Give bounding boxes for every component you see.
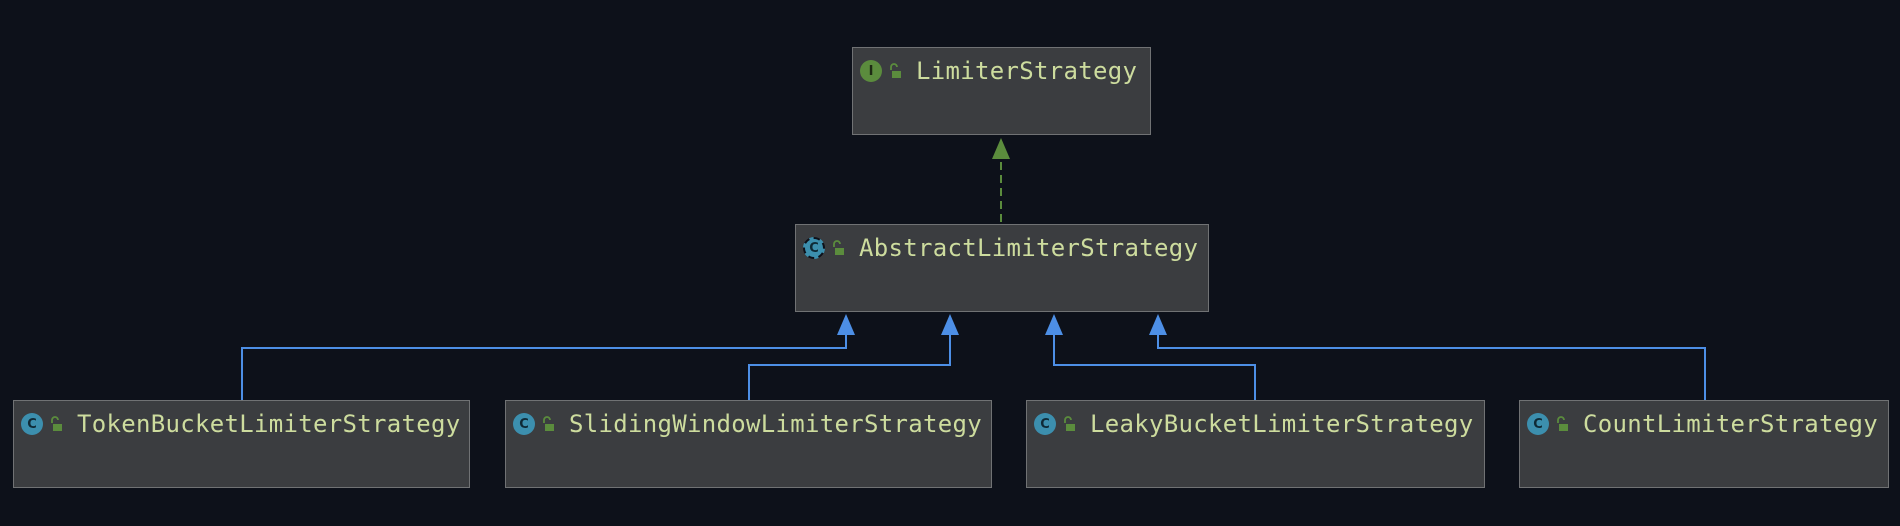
public-lock-icon	[1064, 416, 1075, 431]
extends-arrowhead	[1149, 314, 1167, 335]
node-header: C CountLimiterStrategy	[1527, 410, 1878, 438]
edge-implements-limiter-strategy	[992, 138, 1010, 222]
implements-arrowhead	[992, 138, 1010, 159]
node-label: TokenBucketLimiterStrategy	[77, 410, 461, 438]
class-icon: C	[1527, 413, 1549, 435]
extends-arrowhead	[941, 314, 959, 335]
public-lock-icon	[51, 416, 62, 431]
node-label: SlidingWindowLimiterStrategy	[569, 410, 982, 438]
class-icon: C	[21, 413, 43, 435]
public-lock-icon	[1557, 416, 1568, 431]
node-label: LeakyBucketLimiterStrategy	[1090, 410, 1474, 438]
extends-arrowhead	[1045, 314, 1063, 335]
node-header: C TokenBucketLimiterStrategy	[21, 410, 461, 438]
class-icon: C	[513, 413, 535, 435]
abstract-class-icon: C	[803, 237, 825, 259]
node-count-limiter-strategy[interactable]: C CountLimiterStrategy	[1519, 400, 1889, 488]
node-label: CountLimiterStrategy	[1583, 410, 1878, 438]
node-abstract-limiter-strategy[interactable]: C AbstractLimiterStrategy	[795, 224, 1209, 312]
public-lock-icon	[543, 416, 554, 431]
node-label: LimiterStrategy	[916, 57, 1138, 85]
node-header: I LimiterStrategy	[860, 57, 1138, 85]
edge-extends-token-bucket	[241, 314, 855, 400]
node-header: C AbstractLimiterStrategy	[803, 234, 1199, 262]
node-header: C SlidingWindowLimiterStrategy	[513, 410, 982, 438]
edge-extends-leaky-bucket	[1045, 314, 1256, 400]
public-lock-icon	[890, 63, 901, 78]
node-limiter-strategy[interactable]: I LimiterStrategy	[852, 47, 1151, 135]
interface-icon: I	[860, 60, 882, 82]
edge-extends-count	[1149, 314, 1706, 400]
edge-extends-sliding-window	[748, 314, 959, 400]
class-icon: C	[1034, 413, 1056, 435]
node-header: C LeakyBucketLimiterStrategy	[1034, 410, 1474, 438]
extends-arrowhead	[837, 314, 855, 335]
node-leaky-bucket-limiter-strategy[interactable]: C LeakyBucketLimiterStrategy	[1026, 400, 1485, 488]
node-token-bucket-limiter-strategy[interactable]: C TokenBucketLimiterStrategy	[13, 400, 470, 488]
node-sliding-window-limiter-strategy[interactable]: C SlidingWindowLimiterStrategy	[505, 400, 992, 488]
public-lock-icon	[833, 240, 844, 255]
node-label: AbstractLimiterStrategy	[859, 234, 1199, 262]
